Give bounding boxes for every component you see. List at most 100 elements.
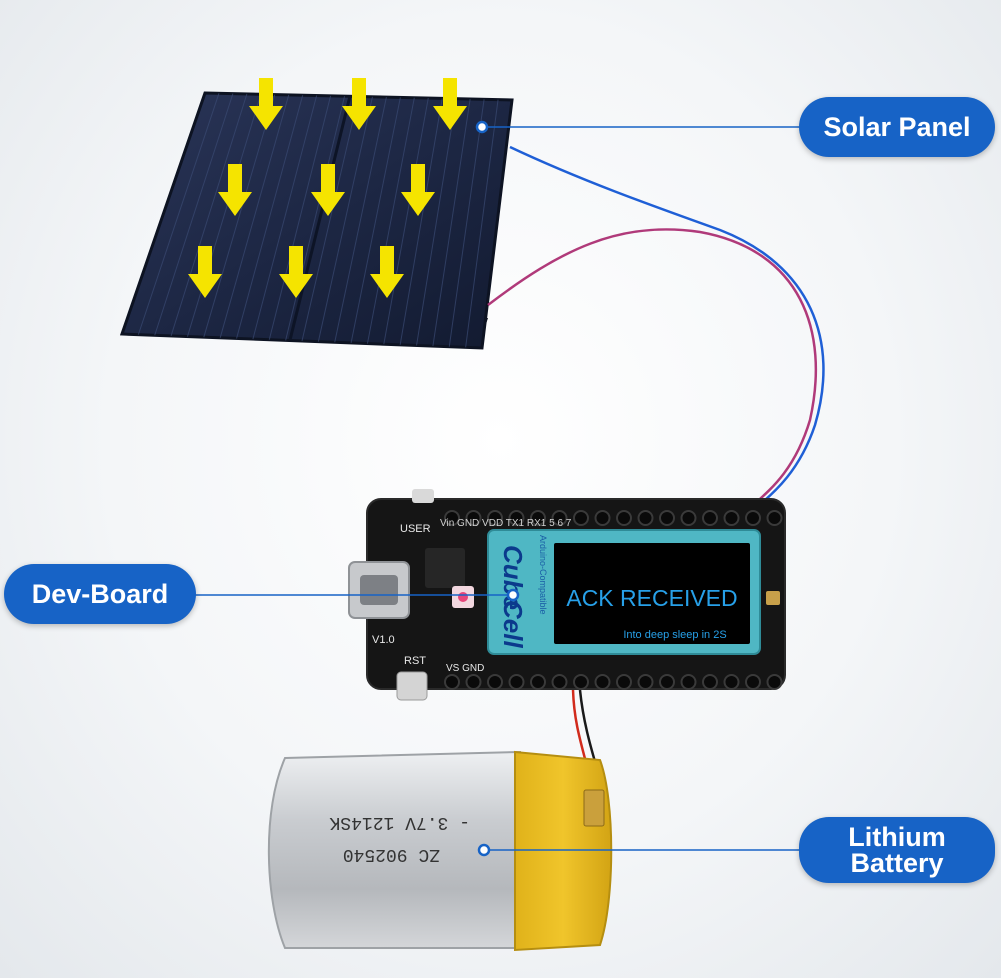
dev-leader-dot — [506, 588, 520, 602]
solar-cell-line — [170, 93, 248, 337]
vs-gnd-label: VS GND — [446, 663, 484, 674]
sunlight-arrow-icon — [279, 246, 313, 298]
reset-button — [396, 671, 428, 701]
header-pin — [530, 510, 546, 526]
solar-cell-line — [416, 98, 457, 346]
solar-cell-line — [219, 94, 290, 338]
solar-wire-blue — [509, 145, 825, 509]
solar-cell-line — [203, 94, 276, 338]
brand-side-text: Arduino-Compatible — [538, 535, 548, 615]
sunlight-arrow-icon — [249, 78, 283, 130]
header-pin — [616, 674, 632, 690]
solar-cell-line — [236, 95, 304, 339]
solar-cell-line — [137, 93, 220, 335]
sunlight-arrow-icon — [342, 78, 376, 130]
header-pin — [745, 510, 761, 526]
dev-board: USER RST V1.0 VS GND Vin GND VDD TX1 RX1… — [348, 489, 786, 701]
solar-panel-label: Solar Panel — [799, 97, 995, 157]
solar-cell-line — [448, 99, 485, 347]
header-pin — [444, 510, 460, 526]
header-pin — [508, 510, 525, 526]
sunlight-arrow-icon — [188, 246, 222, 298]
header-pin — [637, 510, 654, 526]
solar-panel-body — [119, 91, 514, 350]
header-pin — [766, 510, 783, 526]
header-pin — [530, 674, 546, 690]
lithium-battery-label-line1: Lithium — [848, 822, 946, 852]
solar-cell-line — [285, 96, 346, 341]
header-pin — [487, 510, 503, 526]
solar-cell-line — [317, 96, 373, 342]
header-pin — [444, 674, 460, 690]
solar-cell-line — [334, 97, 387, 343]
header-pin — [551, 510, 568, 526]
header-pin — [465, 674, 482, 690]
brand-bottom: Cell — [498, 600, 528, 648]
header-pin — [680, 510, 697, 526]
pin-header-top — [444, 510, 783, 526]
sunlight-arrow-icon — [401, 164, 435, 216]
battery-leader-dot — [477, 843, 491, 857]
solar-cell-line — [301, 96, 359, 342]
solar-panel — [119, 91, 514, 350]
led-dot — [458, 592, 468, 602]
header-pin — [616, 510, 632, 526]
lithium-battery: - 3.7V 1214SK ZC 902540 — [267, 750, 613, 952]
header-pin — [594, 674, 611, 690]
solar-wire-red — [487, 228, 818, 507]
pin-header-bottom — [444, 674, 783, 690]
solar-cell-line — [366, 97, 415, 344]
pin-header-label: Vin GND VDD TX1 RX1 5 6 7 — [440, 518, 572, 529]
header-pin — [637, 674, 654, 690]
header-pin — [659, 674, 675, 690]
display-subline: Into deep sleep in 2S — [623, 629, 726, 641]
user-button — [412, 489, 434, 503]
battery-tab — [583, 789, 605, 827]
sunlight-arrow-icon — [218, 164, 252, 216]
header-pin — [723, 674, 740, 690]
header-pin — [659, 510, 675, 526]
solar-panel-divider — [288, 95, 352, 341]
dev-board-label: Dev-Board — [4, 564, 196, 624]
header-pin — [723, 510, 740, 526]
header-pin — [702, 674, 718, 690]
chip-component — [425, 548, 465, 588]
header-pin — [766, 674, 783, 690]
header-pin — [551, 674, 568, 690]
reset-button-label: RST — [404, 655, 426, 667]
solar-leader-dot — [475, 120, 489, 134]
leader-lines — [195, 120, 800, 857]
battery-print-line1: - 3.7V 1214SK — [329, 812, 470, 832]
solar-wires — [487, 145, 825, 509]
header-pin — [573, 510, 589, 526]
battery-body — [267, 750, 521, 949]
lithium-battery-label: Lithium Battery — [799, 817, 995, 883]
sunlight-arrow-icon — [311, 164, 345, 216]
sunlight-arrows — [188, 78, 467, 298]
solar-cell-line — [465, 99, 499, 348]
display-screen — [554, 543, 750, 644]
solar-cell-line — [252, 95, 318, 340]
sunlight-arrow-icon — [370, 246, 404, 298]
user-button-label: USER — [400, 523, 431, 535]
solar-cell-line — [399, 98, 443, 345]
header-pin — [745, 674, 761, 690]
battery-tape — [514, 750, 613, 952]
version-label: V1.0 — [372, 634, 395, 646]
header-pin — [573, 674, 589, 690]
solar-cell-line — [186, 94, 262, 337]
header-pin — [702, 510, 718, 526]
header-pin — [680, 674, 697, 690]
antenna-connector — [766, 591, 780, 605]
battery-print-line2: ZC 902540 — [343, 844, 440, 864]
sunlight-arrow-icon — [433, 78, 467, 130]
lithium-battery-label-line2: Battery — [850, 848, 944, 878]
header-pin — [465, 510, 482, 526]
solar-panel-cell-lines — [137, 93, 499, 348]
header-pin — [594, 510, 611, 526]
usb-port-slot — [360, 575, 398, 605]
solar-cell-line — [350, 97, 401, 344]
display-headline: ACK RECEIVED — [566, 585, 737, 611]
solar-cell-line — [268, 95, 332, 340]
